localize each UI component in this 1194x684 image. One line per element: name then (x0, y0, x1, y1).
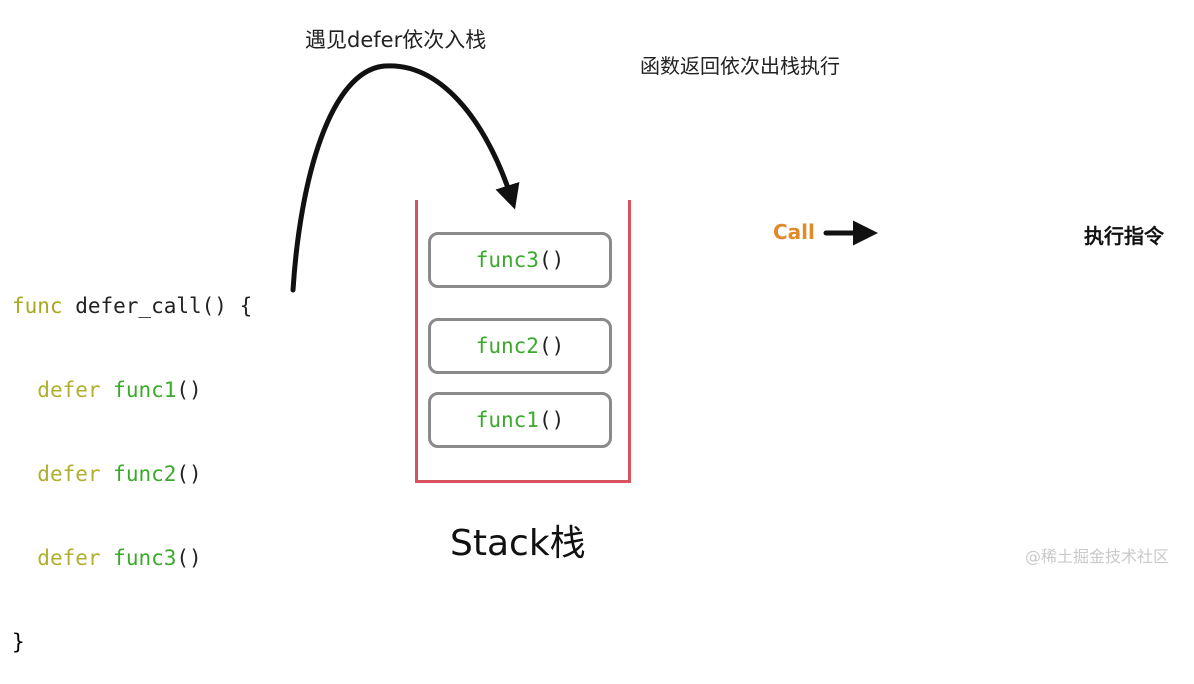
call-punct: () (176, 462, 202, 486)
function-name: defer_call (62, 294, 202, 318)
code-closing-brace: } (12, 630, 25, 654)
stack-container (415, 200, 631, 483)
stack-frame: func3() (428, 232, 612, 288)
deferred-fn: func2 (113, 462, 177, 486)
stack-caption: Stack栈 (450, 523, 586, 564)
code-defer-line: defer func2() (12, 460, 252, 488)
func-keyword: func (12, 294, 63, 318)
stack-frame: func1() (428, 392, 612, 448)
stack-frame: func2() (428, 318, 612, 374)
exec-instruction-label: 执行指令 (1084, 224, 1164, 248)
frame-fn: func1 (475, 408, 539, 432)
defer-keyword: defer (37, 462, 101, 486)
signature-punct: () { (201, 294, 253, 318)
code-defer-line: defer func1() (12, 376, 252, 404)
frame-punct: () (538, 334, 565, 358)
call-punct: () (176, 378, 202, 402)
frame-fn: func2 (475, 334, 539, 358)
call-punct: () (176, 546, 202, 570)
push-label: 遇见defer依次入栈 (305, 28, 487, 52)
defer-keyword: defer (37, 378, 101, 402)
pop-label: 函数返回依次出栈执行 (640, 54, 840, 78)
watermark: @稀土掘金技术社区 (1025, 547, 1170, 566)
defer-keyword: defer (37, 546, 101, 570)
frame-fn: func3 (475, 248, 539, 272)
code-block: func defer_call() { defer func1() defer … (12, 236, 252, 684)
deferred-fn: func3 (113, 546, 177, 570)
frame-punct: () (538, 248, 565, 272)
frame-punct: () (538, 408, 565, 432)
call-label: Call (773, 220, 815, 244)
code-defer-line: defer func3() (12, 544, 252, 572)
code-signature-line: func defer_call() { (12, 292, 252, 320)
deferred-fn: func1 (113, 378, 177, 402)
